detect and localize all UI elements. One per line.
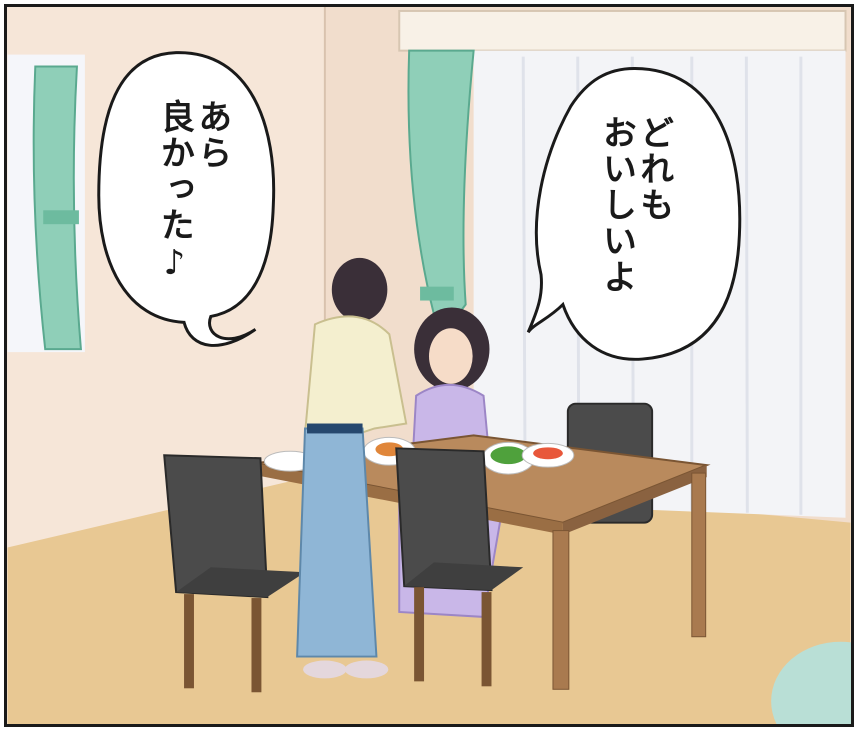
right-line-2: おいしいよ xyxy=(596,115,637,295)
left-curtain xyxy=(32,65,82,351)
right-line-1: どれも xyxy=(633,115,674,223)
curtain-box xyxy=(398,9,847,52)
left-line-1: あら xyxy=(191,99,232,171)
manga-panel: あら 良かった♪ どれも おいしいよ xyxy=(4,4,854,727)
left-line-2: 良かった♪ xyxy=(154,99,195,285)
speech-bubble-left xyxy=(97,51,276,347)
front-left-chair xyxy=(163,454,306,693)
speech-text-right: どれも おいしいよ xyxy=(596,115,674,295)
green-curtain-tieback xyxy=(420,286,454,301)
dining-room-scene xyxy=(7,7,851,724)
standing-woman xyxy=(296,257,408,679)
speech-text-left: あら 良かった♪ xyxy=(154,99,232,285)
front-right-chair xyxy=(395,447,524,687)
speech-bubble-right xyxy=(526,66,742,361)
foreground-plant xyxy=(771,641,851,724)
curtain-tieback xyxy=(43,210,79,225)
